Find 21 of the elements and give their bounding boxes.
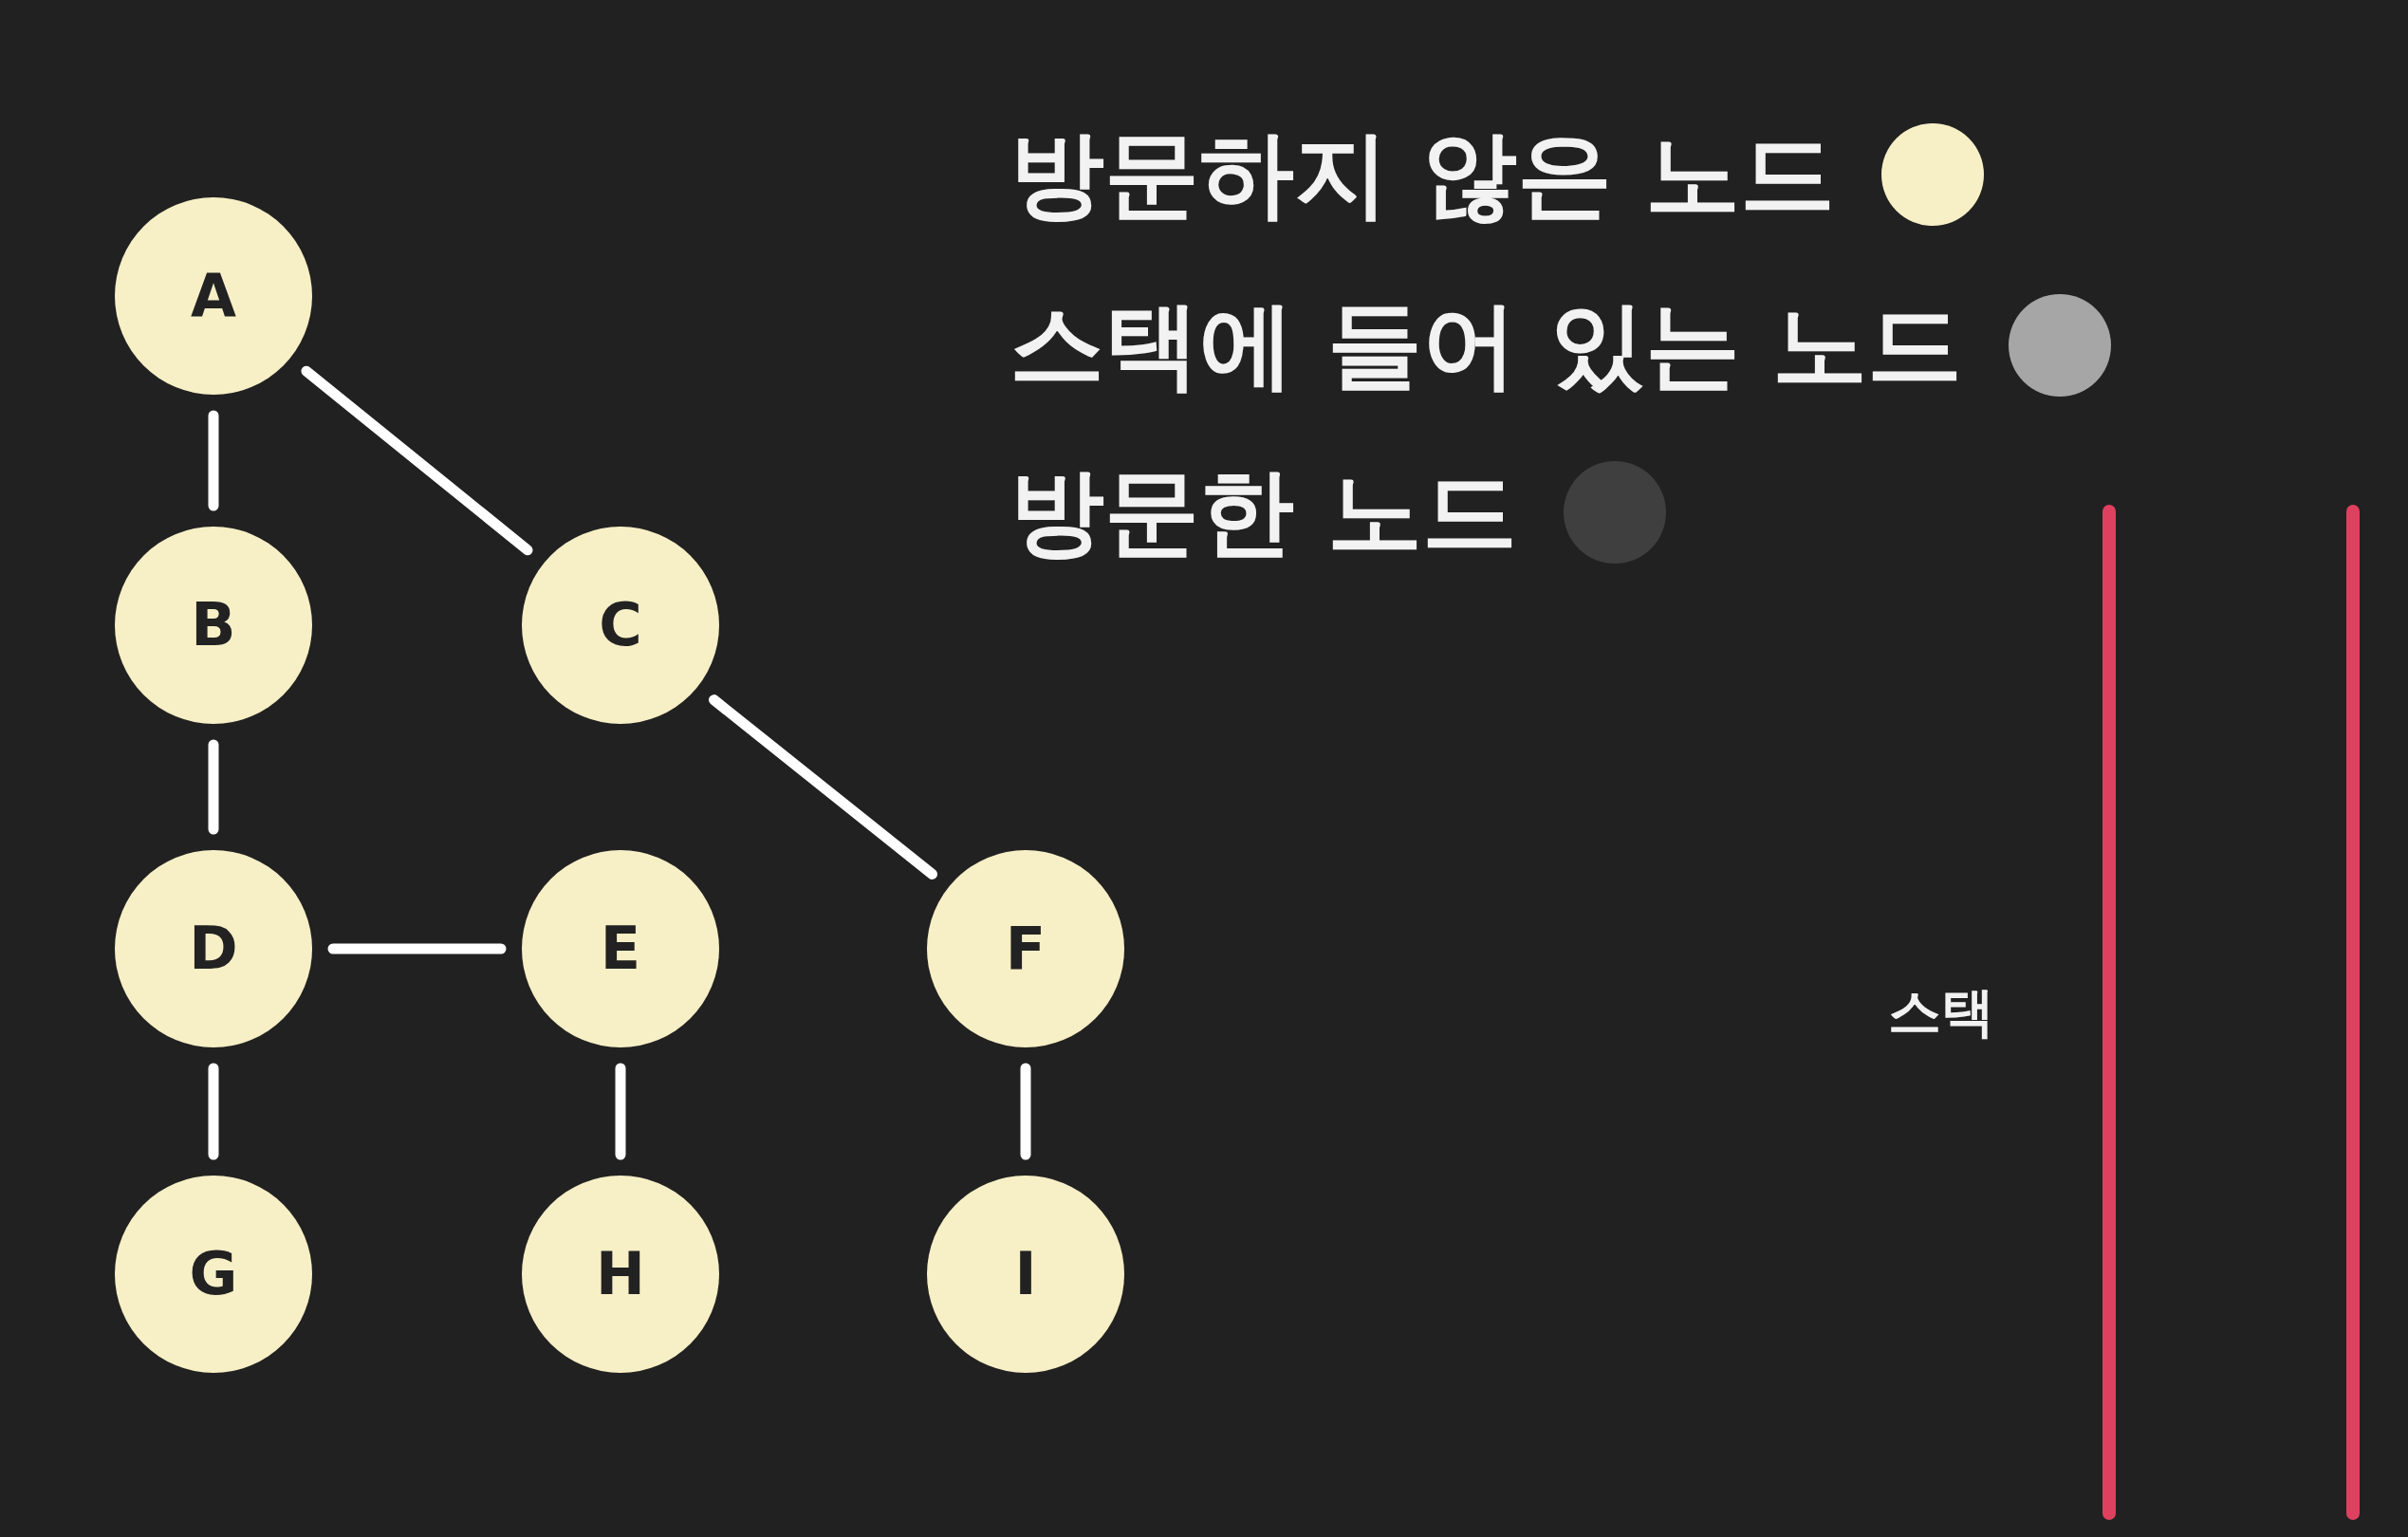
edge-line (208, 1063, 219, 1160)
legend-label: 방문한 노드 (1009, 460, 1518, 565)
edge-line (615, 1063, 626, 1160)
graph-node: E (522, 850, 719, 1047)
graph-node: D (115, 850, 312, 1047)
legend-label: 스택에 들어 있는 노드 (1009, 293, 1964, 398)
edge-line (208, 739, 219, 835)
legend-label: 방문하지 않은 노드 (1009, 122, 1836, 227)
edge-line (327, 943, 507, 954)
edge-line (301, 365, 533, 556)
edge-line (1020, 1063, 1031, 1160)
graph-node: B (115, 527, 312, 724)
graph-node: C (522, 527, 719, 724)
stack-label: 스택 (1888, 980, 1994, 1045)
graph-node: G (115, 1176, 312, 1373)
graph-node: A (115, 197, 312, 395)
graph-node: F (927, 850, 1124, 1047)
graph-node: H (522, 1176, 719, 1373)
edge-line (708, 694, 938, 880)
edge-line (208, 410, 219, 511)
graph-node: I (927, 1176, 1124, 1373)
